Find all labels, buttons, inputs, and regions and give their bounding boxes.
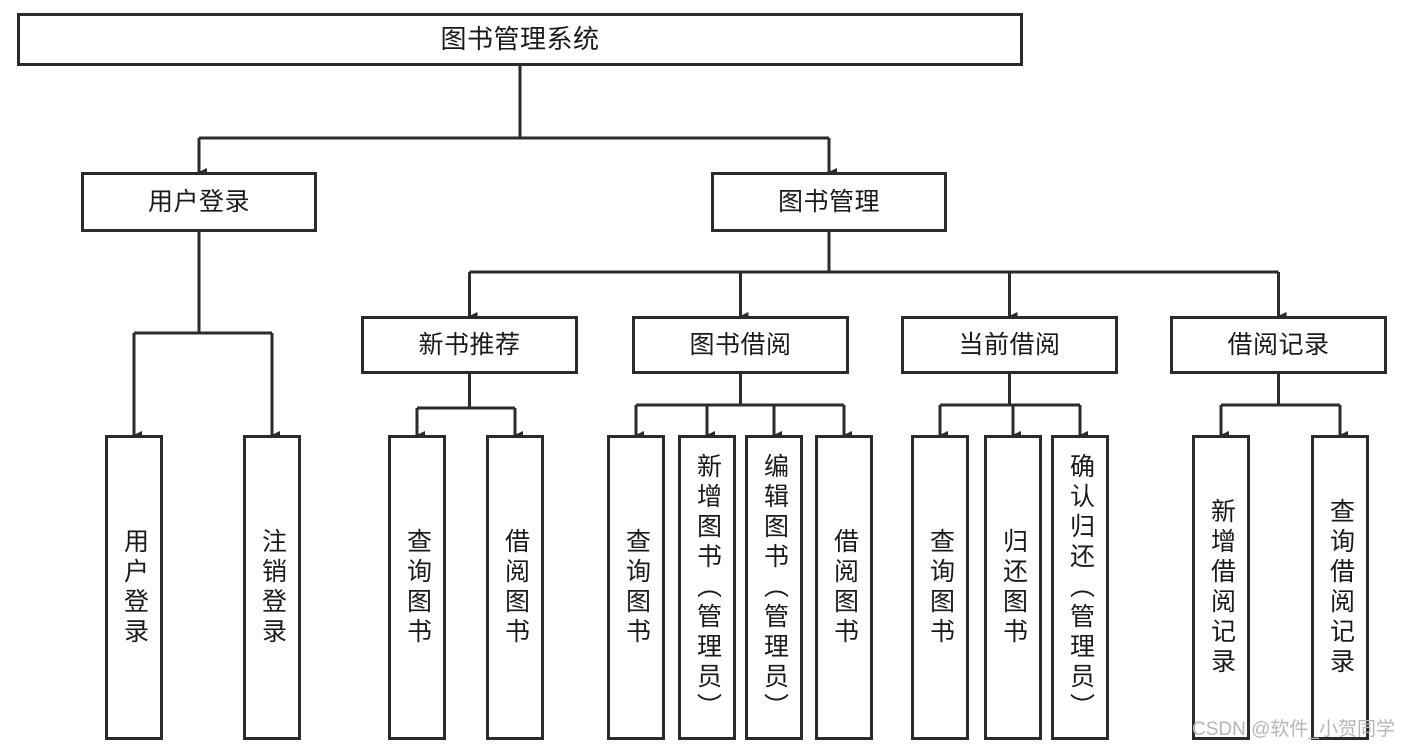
node-label: 图书管理系统	[440, 24, 600, 55]
node-leaf-query-book-current[interactable]: 查询图书	[911, 435, 969, 740]
node-label: 图书管理	[777, 187, 880, 216]
node-label: 当前借阅	[958, 330, 1061, 359]
node-leaf-borrow-book-recommend[interactable]: 借阅图书	[486, 435, 544, 740]
node-label: 新书推荐	[418, 330, 521, 359]
node-leaf-add-book-admin[interactable]: 新增图书（管理员）	[678, 435, 736, 740]
node-label: 查询图书	[926, 527, 955, 648]
node-leaf-edit-book-admin[interactable]: 编辑图书（管理员）	[745, 435, 803, 740]
node-current-borrow[interactable]: 当前借阅	[901, 316, 1118, 374]
node-root-system[interactable]: 图书管理系统	[17, 13, 1023, 66]
node-leaf-query-book-recommend[interactable]: 查询图书	[388, 435, 446, 740]
node-label: 查询借阅记录	[1326, 497, 1355, 678]
node-label: 新增借阅记录	[1207, 497, 1236, 678]
edge-group	[132, 66, 1349, 440]
node-label: 借阅图书	[830, 527, 859, 648]
node-label: 注销登录	[258, 527, 287, 648]
node-book-management[interactable]: 图书管理	[711, 172, 947, 232]
node-label: 查询图书	[403, 527, 432, 648]
node-book-borrow[interactable]: 图书借阅	[632, 316, 849, 374]
node-label: 归还图书	[999, 527, 1028, 648]
node-new-book-recommend[interactable]: 新书推荐	[361, 316, 578, 374]
node-leaf-query-book-borrow[interactable]: 查询图书	[607, 435, 665, 740]
node-label: 编辑图书（管理员）	[760, 452, 789, 723]
node-leaf-query-borrow-record[interactable]: 查询借阅记录	[1311, 435, 1369, 740]
node-label: 借阅图书	[501, 527, 530, 648]
node-label: 图书借阅	[689, 330, 792, 359]
node-leaf-add-borrow-record[interactable]: 新增借阅记录	[1192, 435, 1250, 740]
node-leaf-logout[interactable]: 注销登录	[243, 435, 301, 740]
node-label: 新增图书（管理员）	[693, 452, 722, 723]
node-borrow-record[interactable]: 借阅记录	[1170, 316, 1387, 374]
node-label: 查询图书	[622, 527, 651, 648]
node-label: 用户登录	[120, 527, 149, 648]
node-leaf-confirm-return-admin[interactable]: 确认归还（管理员）	[1051, 435, 1109, 740]
node-leaf-user-login[interactable]: 用户登录	[105, 435, 163, 740]
node-label: 用户登录	[147, 187, 250, 216]
node-leaf-return-book[interactable]: 归还图书	[984, 435, 1042, 740]
node-label: 借阅记录	[1227, 330, 1330, 359]
node-leaf-borrow-book[interactable]: 借阅图书	[815, 435, 873, 740]
node-user-login[interactable]: 用户登录	[81, 172, 317, 232]
node-label: 确认归还（管理员）	[1066, 452, 1095, 723]
